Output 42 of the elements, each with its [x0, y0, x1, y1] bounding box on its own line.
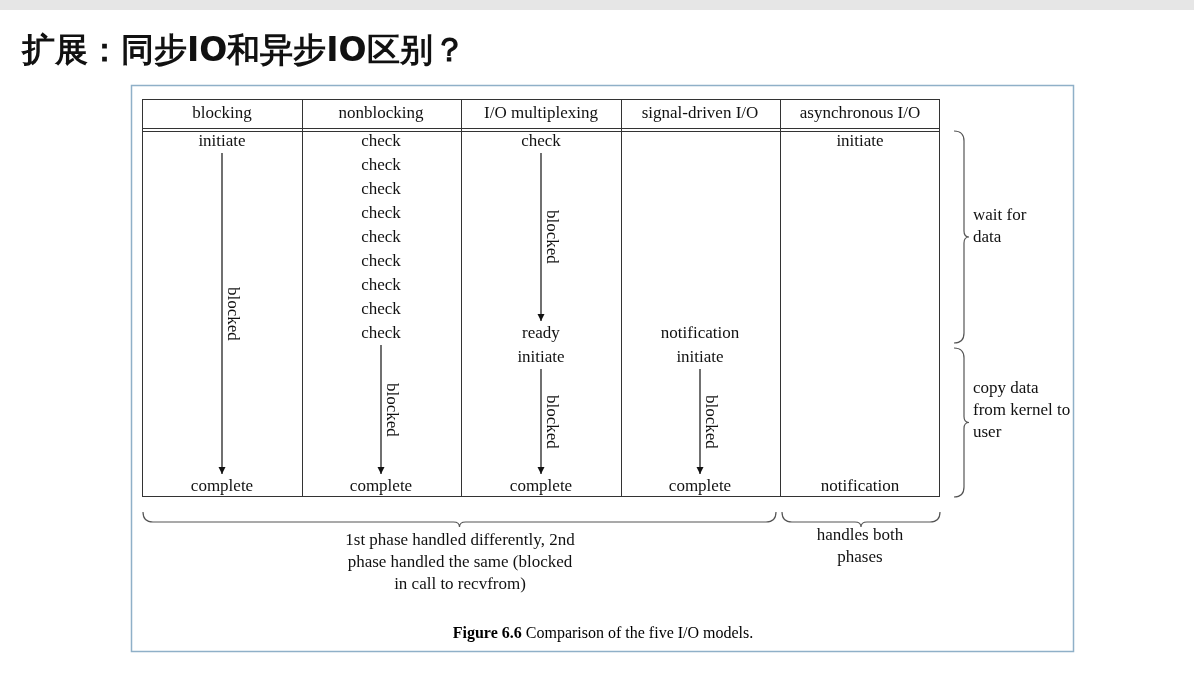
column-header: I/O multiplexing: [484, 102, 598, 124]
figure-caption: Figure 6.6 Comparison of the five I/O models.: [452, 624, 754, 642]
brace-label: 1st phase handled differently, 2nd phase handled the same (blocked in call to recvfrom): [344, 529, 576, 595]
step-text: complete: [509, 475, 573, 497]
arrow: [218, 152, 226, 475]
arrow: [377, 344, 385, 475]
step-text: initiate: [517, 346, 565, 368]
step-text: initiate: [836, 130, 884, 152]
brace-label: wait for data: [973, 204, 1028, 248]
brace-label: copy data from kernel to user: [973, 377, 1072, 443]
edge-label: blocked: [543, 394, 561, 449]
slide-title: 扩展：同步IO和异步IO区别？: [22, 29, 466, 71]
step-text: initiate: [676, 346, 724, 368]
step-text: check: [361, 226, 401, 248]
step-text: notification: [660, 322, 740, 344]
step-text: check: [361, 250, 401, 272]
step-text: check: [361, 178, 401, 200]
arrow: [537, 152, 545, 322]
brace-label: handles both phases: [815, 524, 905, 568]
step-text: ready: [522, 322, 560, 344]
step-text: check: [361, 154, 401, 176]
step-text: complete: [668, 475, 732, 497]
edge-label: blocked: [702, 394, 720, 449]
edge-label: blocked: [383, 382, 401, 437]
arrow: [537, 368, 545, 475]
arrow: [696, 368, 704, 475]
edge-label: blocked: [224, 286, 242, 341]
column-header: blocking: [192, 102, 252, 124]
step-text: complete: [190, 475, 254, 497]
step-text: notification: [820, 475, 900, 497]
column-header: signal-driven I/O: [641, 102, 759, 124]
column-header: asynchronous I/O: [799, 102, 921, 124]
step-text: check: [521, 130, 561, 152]
step-text: check: [361, 298, 401, 320]
edge-label: blocked: [543, 210, 561, 264]
step-text: check: [361, 130, 401, 152]
step-text: complete: [349, 475, 413, 497]
step-text: check: [361, 274, 401, 296]
step-text: initiate: [198, 130, 246, 152]
step-text: check: [361, 322, 401, 344]
column-header: nonblocking: [338, 102, 424, 124]
step-text: check: [361, 202, 401, 224]
